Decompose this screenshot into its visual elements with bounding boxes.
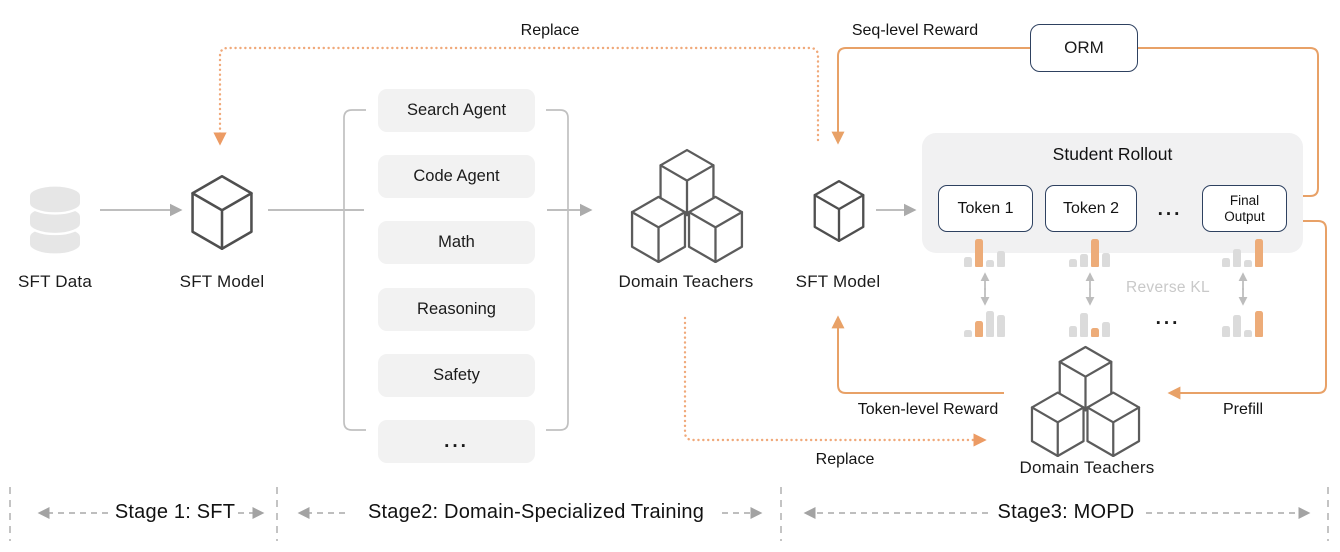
teacher-dist-chart-token2 — [1069, 309, 1110, 337]
domain-teachers-2-label: Domain Teachers — [1019, 458, 1155, 477]
seq-level-reward-label: Seq-level Reward — [851, 22, 979, 39]
ellipsis: ... — [444, 431, 469, 452]
domain-box-math: Math — [378, 221, 535, 264]
prefill-label: Prefill — [1222, 401, 1263, 418]
chart-bar-orange — [1255, 311, 1263, 337]
arrow-replace-top — [213, 46, 820, 146]
chart-bar — [964, 257, 972, 267]
student-rollout-title: Student Rollout — [1052, 144, 1173, 164]
reverse-kl-arrows — [980, 272, 1248, 306]
chart-bar-orange — [1255, 239, 1263, 267]
chart-bar — [1222, 326, 1230, 337]
domain-box-code-agent: Code Agent — [378, 155, 535, 198]
teacher-dist-chart-final — [1222, 309, 1263, 337]
orange-solid-paths — [831, 47, 1327, 400]
chart-bar-orange — [1091, 328, 1099, 337]
bracket-left — [343, 109, 366, 431]
replace-top-label: Replace — [520, 22, 580, 39]
chart-bar — [997, 315, 1005, 337]
final-output-label: Final Output — [1224, 192, 1265, 224]
sft-model-1-label: SFT Model — [179, 272, 265, 291]
final-output-box: Final Output — [1202, 185, 1287, 232]
sft-model-cube-icon — [188, 174, 256, 256]
student-dist-chart-token1 — [964, 239, 1005, 267]
database-icon — [27, 182, 83, 263]
domain-teachers-2-cubes-icon — [1028, 345, 1143, 462]
sft-data-label: SFT Data — [17, 272, 93, 291]
domain-teachers-1-label: Domain Teachers — [618, 272, 754, 291]
chart-bar — [1233, 315, 1241, 337]
token-2-box: Token 2 — [1045, 185, 1137, 232]
orange-dotted-paths — [213, 46, 987, 447]
chart-bar — [1222, 258, 1230, 267]
tokens-ellipsis: ... — [1157, 199, 1183, 220]
chart-bar — [1080, 254, 1088, 267]
domain-label: Reasoning — [417, 300, 496, 318]
domain-box-safety: Safety — [378, 354, 535, 397]
sft-model-2-cube-icon — [811, 179, 867, 248]
student-dist-chart-final — [1222, 239, 1263, 267]
charts-ellipsis: ... — [1155, 308, 1181, 329]
chart-bar — [986, 311, 994, 337]
domain-box-ellipsis: ... — [378, 420, 535, 463]
chart-bar — [1069, 326, 1077, 337]
chart-bar — [1102, 253, 1110, 267]
stage-3-label: Stage3: MOPD — [997, 501, 1135, 523]
chart-bar-orange — [975, 239, 983, 267]
token-1-label: Token 1 — [957, 199, 1014, 217]
orm-box: ORM — [1030, 24, 1138, 72]
arrow-prefill — [1167, 220, 1327, 400]
bracket-right — [546, 109, 569, 431]
chart-bar — [986, 260, 994, 267]
replace-bottom-label: Replace — [815, 451, 875, 468]
reverse-kl-label: Reverse KL — [1126, 279, 1210, 296]
arrow-token-level-reward — [831, 315, 1004, 394]
token-1-box: Token 1 — [938, 185, 1033, 232]
arrow-replace-bottom — [683, 316, 987, 447]
domain-list-brackets — [343, 109, 569, 431]
chart-bar — [1244, 330, 1252, 337]
teacher-dist-chart-token1 — [964, 309, 1005, 337]
chart-bar — [1069, 259, 1077, 267]
domain-label: Math — [438, 233, 475, 251]
chart-bar — [1102, 322, 1110, 337]
arrow-seq-level-reward — [831, 47, 1030, 145]
domain-label: Code Agent — [413, 167, 500, 185]
line-final-output-to-orm — [1138, 47, 1319, 197]
chart-bar — [997, 251, 1005, 267]
chart-bar-orange — [975, 321, 983, 337]
stage-separators — [9, 487, 1329, 541]
student-dist-chart-token2 — [1069, 239, 1110, 267]
domain-label: Safety — [433, 366, 480, 384]
chart-bar — [1244, 260, 1252, 267]
domain-teachers-cubes-icon — [628, 148, 746, 268]
token-2-label: Token 2 — [1062, 199, 1120, 217]
stage-1-label: Stage 1: SFT — [114, 501, 236, 523]
domain-box-reasoning: Reasoning — [378, 288, 535, 331]
chart-bar — [1233, 249, 1241, 267]
stage-2-label: Stage2: Domain-Specialized Training — [367, 501, 705, 523]
domain-label: Search Agent — [406, 101, 507, 119]
orm-label: ORM — [1064, 38, 1104, 57]
token-level-reward-label: Token-level Reward — [857, 401, 999, 418]
sft-model-2-label: SFT Model — [795, 272, 881, 291]
chart-bar — [964, 330, 972, 337]
chart-bar-orange — [1091, 239, 1099, 267]
chart-bar — [1080, 313, 1088, 337]
domain-box-search-agent: Search Agent — [378, 89, 535, 132]
